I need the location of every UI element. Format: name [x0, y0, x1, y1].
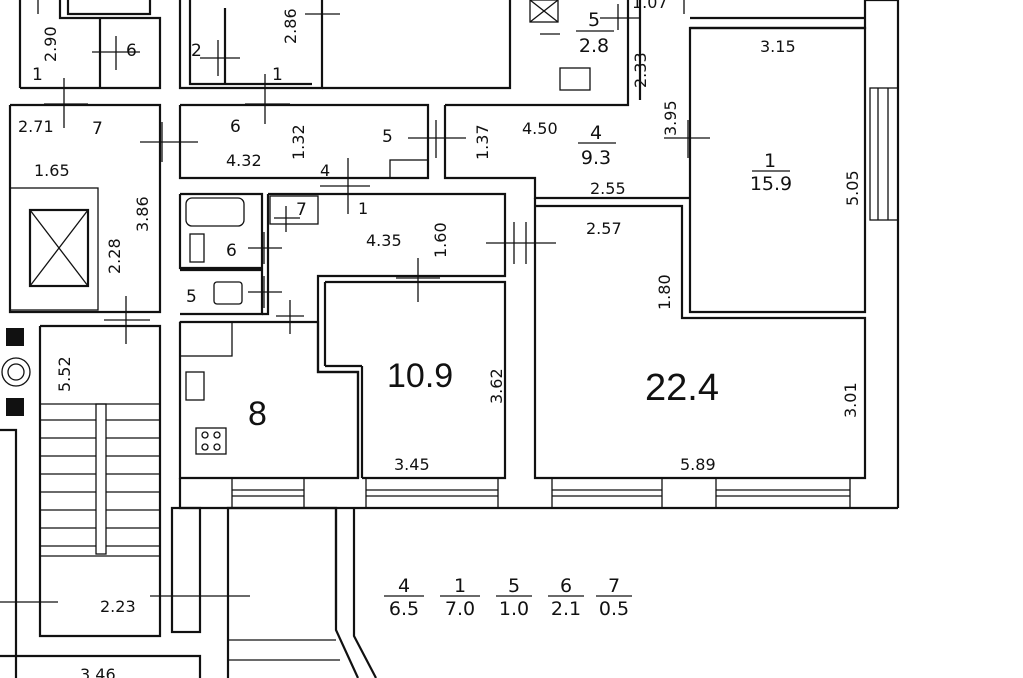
label-6-bath: 6 — [226, 241, 237, 261]
dim-2-23: 2.23 — [100, 597, 136, 616]
legend-area: 0.5 — [599, 598, 629, 620]
label-5-wc: 5 — [186, 287, 197, 307]
label-7-small: 7 — [296, 200, 307, 220]
dim-2-71: 2.71 — [18, 117, 54, 136]
label-7-left: 7 — [92, 119, 103, 139]
dim-3-01: 3.01 — [841, 382, 860, 418]
dim-2-55: 2.55 — [590, 179, 626, 198]
dim-1-60: 1.60 — [431, 222, 450, 258]
area-legend: 4 6.5 1 7.0 5 1.0 6 2.1 7 0.5 — [384, 575, 632, 620]
label-6-top: 6 — [126, 41, 137, 61]
dim-3-95: 3.95 — [661, 100, 680, 136]
room-5-number: 5 — [588, 9, 600, 31]
label-1-a: 1 — [32, 65, 43, 85]
dim-3-86: 3.86 — [133, 196, 152, 232]
room-4-area: 9.3 — [581, 147, 611, 169]
label-6-corridor: 6 — [230, 117, 241, 137]
room-kitchen-area: 8 — [248, 395, 267, 433]
dim-1-32: 1.32 — [289, 124, 308, 160]
legend-area: 2.1 — [551, 598, 581, 620]
door-ticks — [0, 0, 710, 603]
room-1-area: 15.9 — [750, 173, 792, 195]
dim-2-90: 2.90 — [41, 26, 60, 62]
dim-5-52: 5.52 — [55, 356, 74, 392]
dim-4-32: 4.32 — [226, 151, 262, 170]
dimensions: 2.90 2.86 1.07 2.33 3.15 2.71 1.65 3.86 … — [18, 0, 862, 678]
dim-2-86: 2.86 — [281, 8, 300, 44]
label-2-top: 2 — [191, 41, 202, 61]
room-22-4-area: 22.4 — [645, 367, 719, 409]
dim-1-07: 1.07 — [632, 0, 668, 12]
dim-3-15: 3.15 — [760, 37, 796, 56]
dim-4-35: 4.35 — [366, 231, 402, 250]
room-5-area: 2.8 — [579, 35, 609, 57]
dim-2-33: 2.33 — [631, 52, 650, 88]
label-4-small: 4 — [320, 161, 330, 180]
dim-5-05: 5.05 — [843, 170, 862, 206]
legend-num: 5 — [508, 575, 520, 597]
dim-2-28: 2.28 — [105, 238, 124, 274]
legend-area: 7.0 — [445, 598, 475, 620]
dim-3-45: 3.45 — [394, 455, 430, 474]
legend-area: 1.0 — [499, 598, 529, 620]
legend-num: 6 — [560, 575, 572, 597]
dim-5-89: 5.89 — [680, 455, 716, 474]
legend-num: 1 — [454, 575, 466, 597]
dim-3-62: 3.62 — [487, 368, 506, 404]
room-10-9-area: 10.9 — [387, 357, 453, 395]
room-1-number: 1 — [764, 150, 776, 172]
legend-num: 7 — [608, 575, 620, 597]
room-4-number: 4 — [590, 122, 602, 144]
dim-2-57: 2.57 — [586, 219, 622, 238]
legend-num: 4 — [398, 575, 410, 597]
label-5-corridor: 5 — [382, 127, 393, 147]
dim-4-50: 4.50 — [522, 119, 558, 138]
walls — [0, 0, 900, 678]
label-1-b: 1 — [272, 65, 283, 85]
dim-1-65: 1.65 — [34, 161, 70, 180]
dim-3-46: 3.46 — [80, 665, 116, 678]
room-labels: 8 10.9 22.4 1 15.9 4 9.3 5 2.8 6 2 1 1 7… — [32, 9, 792, 433]
label-1-small: 1 — [358, 199, 368, 218]
dim-1-80: 1.80 — [655, 274, 674, 310]
legend-area: 6.5 — [389, 598, 419, 620]
dim-1-37: 1.37 — [473, 124, 492, 160]
